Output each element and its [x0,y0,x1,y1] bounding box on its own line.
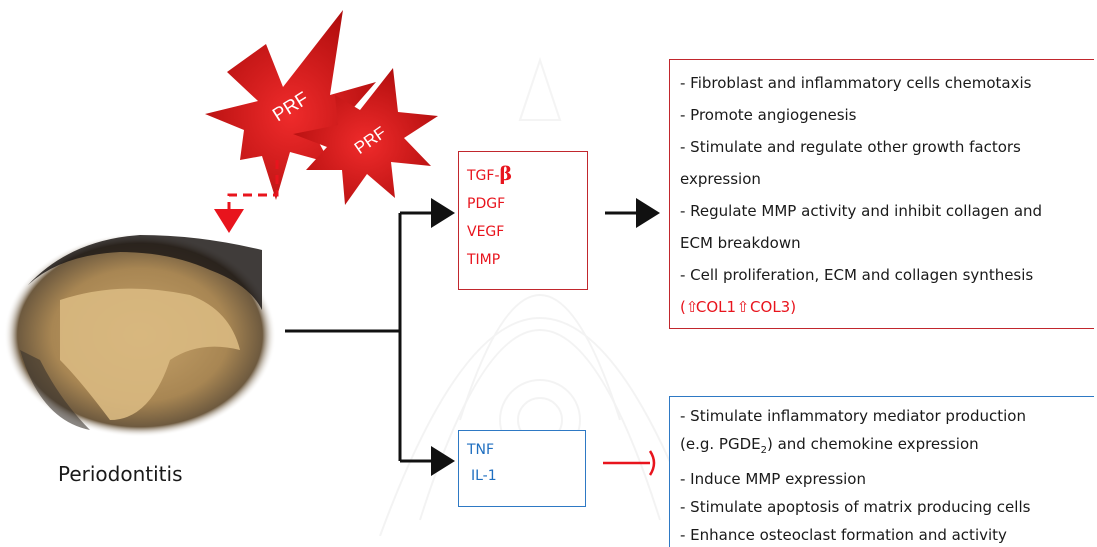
beta-symbol: β [499,163,513,185]
downregulated-factors-box: TNF IL-1 [458,430,586,507]
prf-to-tissue-dashed-arrow [214,160,279,233]
collagen-col1: COL1 [695,298,737,316]
positive-effects-box: - Fibroblast and inflammatory cells chem… [669,59,1094,329]
factor-tgf-beta: TGF-β [467,163,513,185]
effect-chemotaxis: - Fibroblast and inflammatory cells chem… [680,74,1032,92]
effect-angiogenesis: - Promote angiogenesis [680,106,857,124]
factor-timp: TIMP [467,252,501,268]
effect-pgde2-chemokine: (e.g. PGDE2) and chemokine expression [680,435,979,456]
effect-apoptosis: - Stimulate apoptosis of matrix producin… [680,498,1031,516]
effect-mmp-regulation: - Regulate MMP activity and inhibit coll… [680,202,1043,220]
effect-growth-factors: - Stimulate and regulate other growth fa… [680,138,1021,156]
effect-osteoclast: - Enhance osteoclast formation and activ… [680,526,1007,544]
effect-collagen-types: (⇧COL1⇧COL3) [680,298,797,316]
collagen-col3: COL3) [750,298,797,316]
prf-starburst-2: PRF [293,68,438,205]
effect-proliferation: - Cell proliferation, ECM and collagen s… [680,266,1034,284]
pathway-connectors [285,198,660,476]
periodontitis-tissue-photo [4,233,276,437]
effect-mmp-expression: - Induce MMP expression [680,470,866,488]
factor-vegf: VEGF [467,224,505,240]
upregulated-factors-box: TGF-β PDGF VEGF TIMP [458,151,588,290]
prf-starburst-1: PRF [205,10,376,200]
periodontitis-caption: Periodontitis [58,462,183,486]
effect-mmp-regulation-cont: ECM breakdown [680,234,801,252]
effect-growth-factors-cont: expression [680,170,761,188]
factor-il1: IL-1 [471,468,497,484]
factor-tnf: TNF [467,442,495,458]
inhibition-connector [603,450,656,476]
factor-pdgf: PDGF [467,196,506,212]
up-arrow-small-icon: ⇧ [685,298,699,316]
up-arrow-small-icon: ⇧ [736,298,750,316]
negative-effects-box: - Stimulate inflammatory mediator produc… [669,396,1094,547]
effect-inflammatory-mediator: - Stimulate inflammatory mediator produc… [680,407,1026,425]
